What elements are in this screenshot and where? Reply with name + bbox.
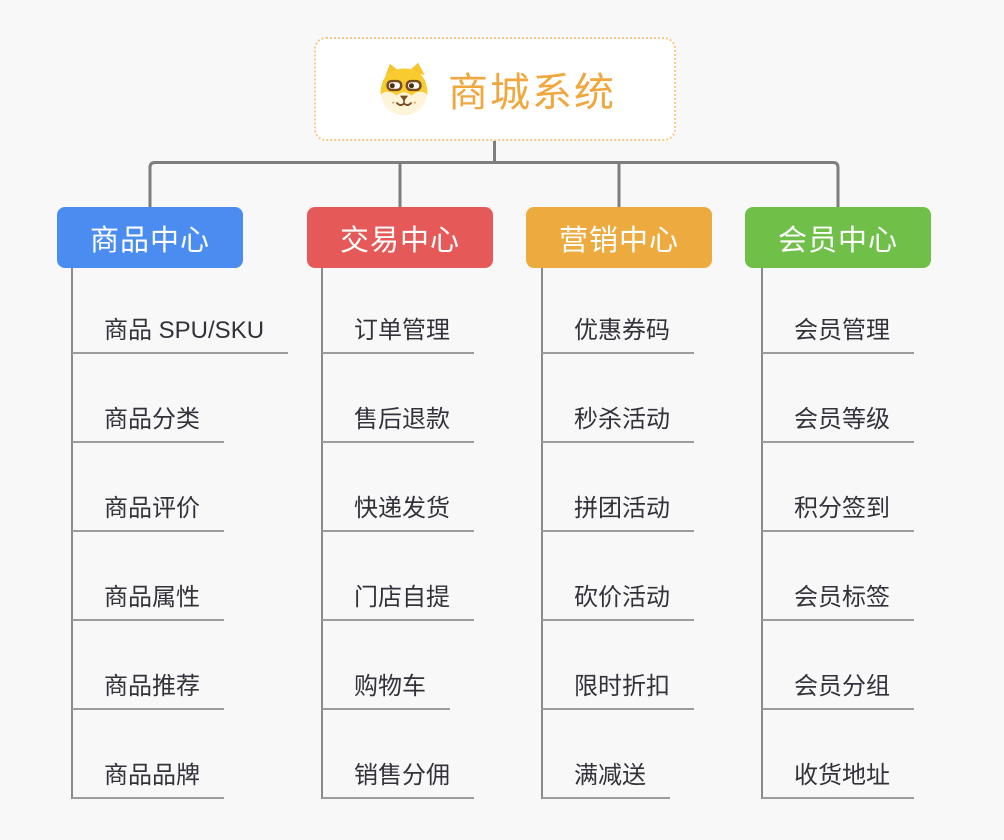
dog-face-icon bbox=[380, 62, 428, 116]
leaf-item[interactable]: 收货地址 bbox=[762, 761, 914, 799]
branch-items-member-center: 会员管理 会员等级 积分签到 会员标签 会员分组 收货地址 bbox=[762, 268, 1002, 803]
leaf-item[interactable]: 积分签到 bbox=[762, 494, 914, 532]
leaf-item[interactable]: 满减送 bbox=[542, 761, 670, 799]
branch-items-trade-center: 订单管理 售后退款 快递发货 门店自提 购物车 销售分佣 bbox=[322, 268, 562, 803]
leaf-item[interactable]: 快递发货 bbox=[322, 494, 474, 532]
leaf-item[interactable]: 售后退款 bbox=[322, 405, 474, 443]
branch-header-member-center[interactable]: 会员中心 bbox=[745, 207, 931, 268]
leaf-item[interactable]: 销售分佣 bbox=[322, 761, 474, 799]
leaf-item[interactable]: 会员等级 bbox=[762, 405, 914, 443]
leaf-item[interactable]: 门店自提 bbox=[322, 583, 474, 621]
branch-items-marketing-center: 优惠券码 秒杀活动 拼团活动 砍价活动 限时折扣 满减送 bbox=[542, 268, 782, 803]
root-title: 商城系统 bbox=[448, 71, 616, 115]
leaf-item[interactable]: 商品分类 bbox=[72, 405, 224, 443]
branch-items-product-center: 商品 SPU/SKU 商品分类 商品评价 商品属性 商品推荐 商品品牌 bbox=[72, 268, 312, 803]
leaf-item[interactable]: 商品评价 bbox=[72, 494, 224, 532]
leaf-item[interactable]: 商品 SPU/SKU bbox=[72, 316, 289, 354]
branch-header-trade-center[interactable]: 交易中心 bbox=[307, 207, 493, 268]
leaf-item[interactable]: 订单管理 bbox=[322, 316, 474, 354]
branch-header-product-center[interactable]: 商品中心 bbox=[57, 207, 243, 268]
leaf-item[interactable]: 拼团活动 bbox=[542, 494, 694, 532]
leaf-item[interactable]: 会员分组 bbox=[762, 672, 914, 710]
leaf-item[interactable]: 砍价活动 bbox=[542, 583, 694, 621]
leaf-item[interactable]: 商品属性 bbox=[72, 583, 224, 621]
leaf-item[interactable]: 商品推荐 bbox=[72, 672, 224, 710]
leaf-item[interactable]: 会员管理 bbox=[762, 316, 914, 354]
root-node[interactable]: 商城系统 bbox=[314, 37, 676, 141]
leaf-item[interactable]: 会员标签 bbox=[762, 583, 914, 621]
leaf-item[interactable]: 优惠券码 bbox=[542, 316, 694, 354]
leaf-item[interactable]: 商品品牌 bbox=[72, 761, 224, 799]
branch-header-marketing-center[interactable]: 营销中心 bbox=[526, 207, 712, 268]
leaf-item[interactable]: 限时折扣 bbox=[542, 672, 694, 710]
leaf-item[interactable]: 秒杀活动 bbox=[542, 405, 694, 443]
leaf-item[interactable]: 购物车 bbox=[322, 672, 450, 710]
